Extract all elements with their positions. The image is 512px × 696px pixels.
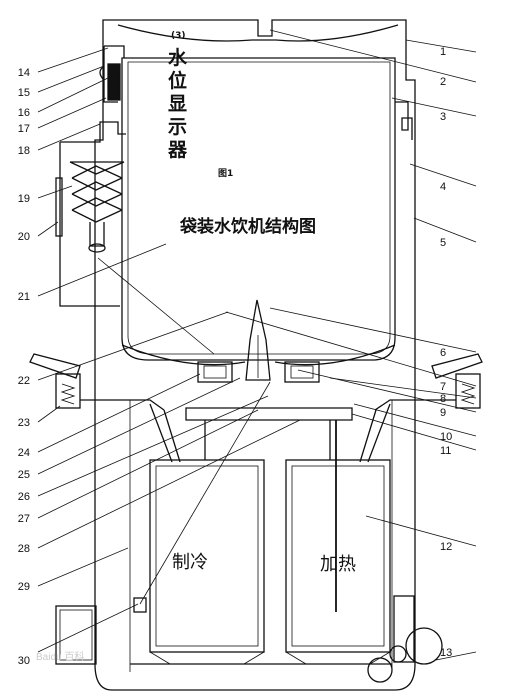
water-bag — [121, 57, 396, 361]
heating-label: 加热 — [320, 554, 356, 575]
part-number-10: 10 — [440, 431, 452, 443]
part-number-9: 9 — [440, 407, 446, 419]
part-number-14: 14 — [18, 67, 30, 79]
part-number-2: 2 — [440, 76, 446, 88]
heating-tank — [285, 459, 391, 653]
part-number-28: 28 — [18, 543, 30, 555]
cooling-label: 制冷 — [172, 552, 208, 573]
part-number-12: 12 — [440, 541, 452, 553]
side-panel-20 — [55, 177, 63, 237]
part-number-25: 25 — [18, 469, 30, 481]
part-number-17: 17 — [18, 123, 30, 135]
part-number-7: 7 — [440, 381, 446, 393]
left-funnel — [149, 403, 181, 463]
right-tap — [374, 353, 483, 411]
left-tap — [29, 353, 165, 411]
valve-left — [197, 361, 233, 383]
water-level-window — [107, 63, 121, 101]
part-number-22: 22 — [18, 375, 30, 387]
part-number-29: 29 — [18, 581, 30, 593]
left-part-numbers: 14 15 16 17 18 19 20 21 22 23 24 25 26 27 28 29 30 — [18, 67, 30, 667]
leader-lines-right — [225, 29, 477, 661]
part-number-30: 30 — [18, 655, 30, 667]
water-level-tube — [103, 45, 125, 103]
figure-label: 图1 — [218, 168, 233, 179]
part-number-8: 8 — [440, 393, 446, 405]
part-number-26: 26 — [18, 491, 30, 503]
part-number-18: 18 — [18, 145, 30, 157]
part-number-4: 4 — [440, 181, 446, 193]
part-number-20: 20 — [18, 231, 30, 243]
part-number-13: 13 — [440, 647, 452, 659]
part-number-5: 5 — [440, 237, 446, 249]
part-number-3: 3 — [440, 111, 446, 123]
piercing-spike — [245, 299, 271, 381]
part-number-16: 16 — [18, 107, 30, 119]
compressor-30 — [55, 605, 97, 665]
part-number-19: 19 — [18, 193, 30, 205]
diagram-title: 袋装水饮机结构图 — [179, 216, 316, 237]
valve-right — [284, 361, 320, 383]
water-level-display-label: 水 位 显 示 器 — [167, 47, 194, 161]
subfigure-mark: (3) — [171, 31, 186, 41]
top-cover — [117, 24, 399, 42]
right-bracket — [395, 101, 413, 140]
leader-lines-left — [37, 47, 301, 653]
thermostat-13 — [393, 595, 415, 663]
small-part-29 — [133, 597, 147, 613]
bag-seat — [121, 344, 396, 366]
cooling-tank — [149, 459, 265, 653]
part-number-27: 27 — [18, 513, 30, 525]
left-bracket — [60, 121, 126, 143]
bellows-filter — [69, 161, 125, 253]
part-number-23: 23 — [18, 417, 30, 429]
watermark: Baidu 百科 — [36, 650, 84, 663]
part-number-15: 15 — [18, 87, 30, 99]
part-number-6: 6 — [440, 347, 446, 359]
part-number-1: 1 — [440, 46, 446, 58]
part-number-24: 24 — [18, 447, 30, 459]
right-funnel — [359, 403, 391, 463]
part-number-11: 11 — [440, 445, 451, 457]
part-number-21: 21 — [18, 291, 30, 303]
